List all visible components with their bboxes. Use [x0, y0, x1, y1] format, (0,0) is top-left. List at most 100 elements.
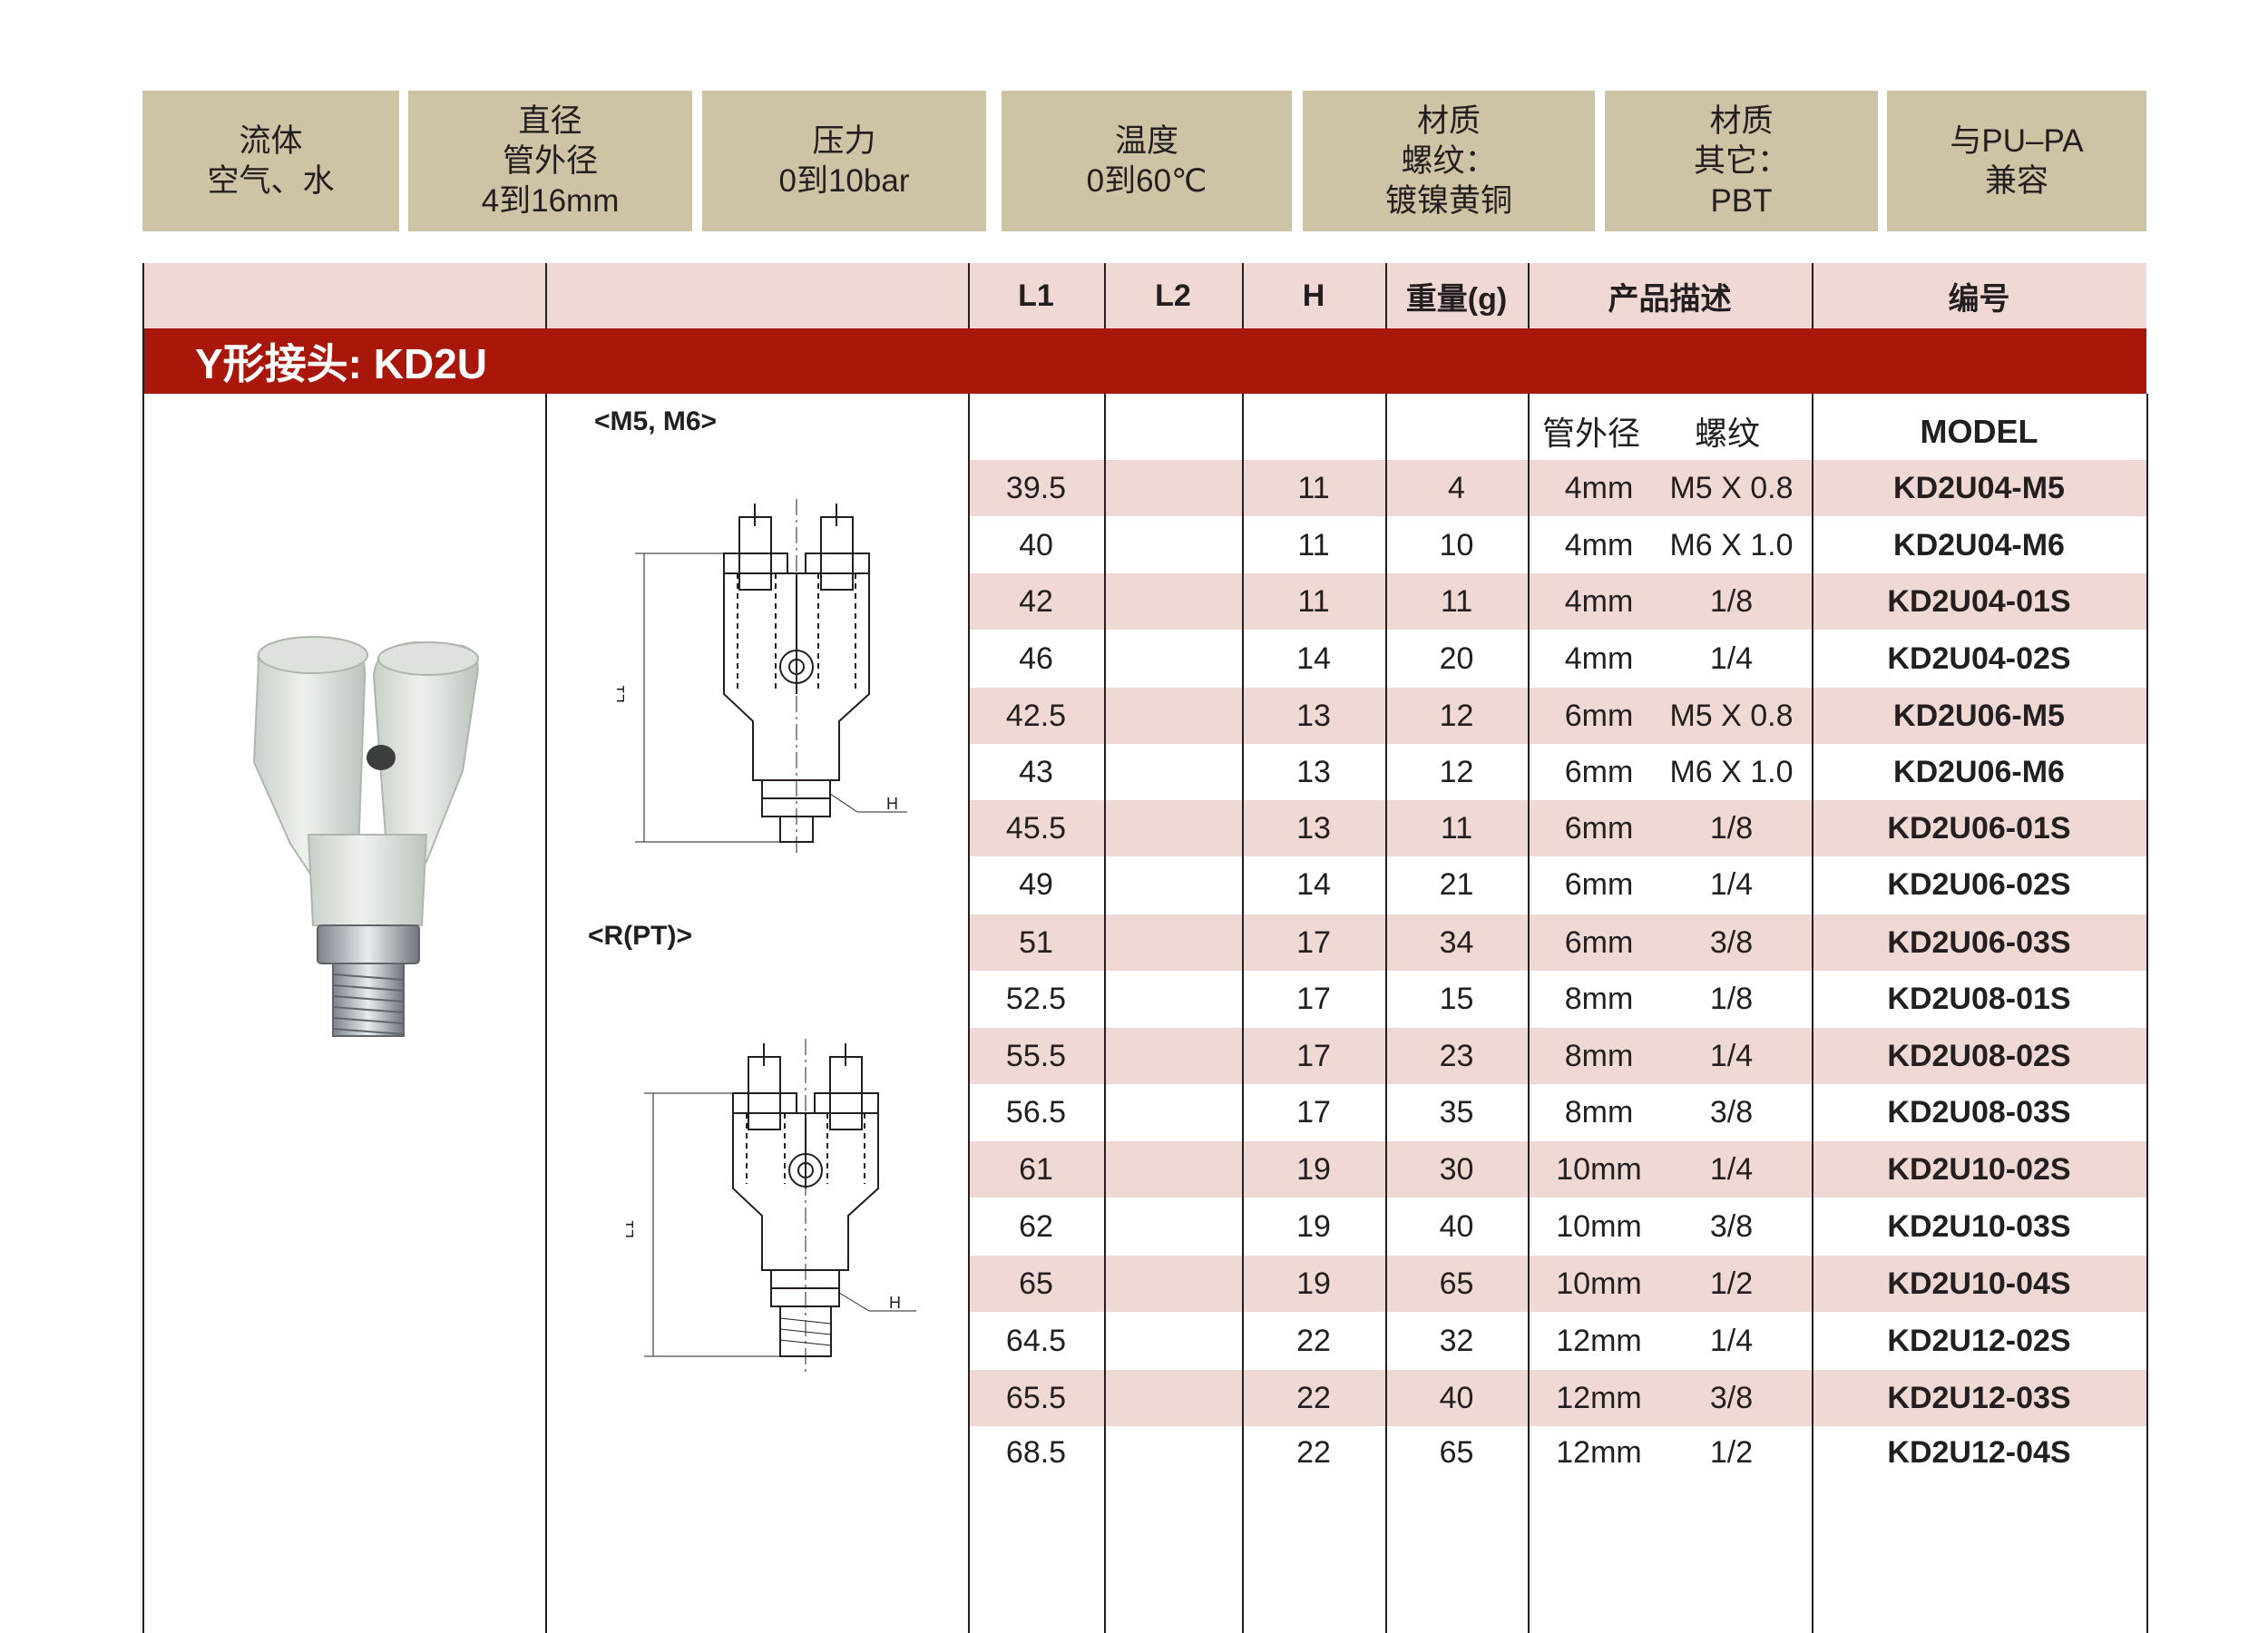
col-header-l2: L2 — [1155, 278, 1191, 313]
cell-thread: 3/8 — [1709, 924, 1754, 960]
grid-line — [1812, 394, 1813, 1633]
cell-model: KD2U06-M6 — [1893, 754, 2065, 789]
table-row-stripe — [968, 800, 2146, 856]
spec-line: 0到10bar — [778, 162, 910, 199]
cell-thread: 1/8 — [1709, 583, 1754, 619]
cell-l1: 45.5 — [1005, 810, 1067, 846]
cell-h: 11 — [1297, 583, 1330, 619]
spec-line: 镀镍黄铜 — [1384, 182, 1512, 219]
grid-line — [1104, 263, 1106, 328]
spec-line: 兼容 — [1984, 162, 2048, 199]
cell-weight: 65 — [1439, 1434, 1474, 1470]
cell-tube-od: 6mm — [1564, 866, 1634, 902]
cell-weight: 11 — [1440, 583, 1473, 619]
col-header-weight: 重量(g) — [1405, 281, 1508, 317]
table-row-stripe — [968, 1256, 2146, 1312]
cell-h: 11 — [1297, 527, 1330, 562]
cell-thread: 1/8 — [1709, 810, 1754, 846]
cell-l1: 56.5 — [1005, 1094, 1067, 1129]
technical-drawing-m5-m6: L1 H — [617, 499, 907, 853]
grid-line — [545, 394, 547, 1633]
cell-tube-od: 12mm — [1556, 1323, 1642, 1358]
drawing-dim-h: H — [889, 1294, 901, 1312]
cell-h: 17 — [1296, 981, 1331, 1016]
spec-line: 与PU–PA — [1950, 122, 2084, 159]
cell-thread: 1/8 — [1709, 981, 1754, 1016]
cell-h: 13 — [1296, 810, 1331, 846]
grid-line — [142, 263, 144, 1633]
cell-h: 17 — [1296, 1094, 1331, 1129]
cell-l1: 40 — [1019, 527, 1053, 562]
spec-line: 0到60℃ — [1086, 162, 1207, 199]
spec-line: 直径 — [518, 103, 582, 139]
spec-line: 材质 — [1709, 103, 1774, 139]
cell-h: 13 — [1296, 754, 1331, 789]
cell-h: 19 — [1296, 1266, 1331, 1301]
spec-line: 螺纹： — [1401, 142, 1497, 179]
table-row-stripe — [968, 1141, 2146, 1198]
cell-model: KD2U10-03S — [1887, 1208, 2071, 1244]
cell-model: KD2U04-M5 — [1893, 470, 2065, 505]
cell-tube-od: 12mm — [1556, 1380, 1642, 1415]
cell-tube-od: 4mm — [1564, 470, 1634, 505]
table-row-stripe — [968, 460, 2146, 516]
table-row-stripe — [968, 688, 2146, 744]
cell-tube-od: 8mm — [1564, 981, 1634, 1016]
cell-model: KD2U04-M6 — [1893, 527, 2065, 562]
grid-line — [2146, 394, 2148, 1633]
cell-weight: 12 — [1439, 698, 1474, 733]
cell-weight: 23 — [1439, 1038, 1474, 1073]
cell-tube-od: 4mm — [1564, 583, 1634, 619]
cell-weight: 11 — [1440, 810, 1473, 846]
cell-thread: 1/4 — [1709, 1038, 1754, 1073]
cell-model: KD2U06-02S — [1887, 866, 2071, 902]
cell-thread: M6 X 1.0 — [1669, 527, 1794, 562]
product-photo — [252, 636, 479, 1037]
spec-box: 材质螺纹：镀镍黄铜 — [1303, 91, 1595, 231]
cell-weight: 4 — [1448, 470, 1465, 505]
cell-tube-od: 4mm — [1564, 640, 1634, 676]
cell-weight: 65 — [1439, 1266, 1474, 1301]
drawing-dim-h: H — [886, 795, 898, 813]
technical-drawing-rpt: L1 H — [626, 1039, 916, 1374]
spec-line: 压力 — [812, 122, 876, 159]
cell-h: 17 — [1296, 1038, 1331, 1073]
cell-thread: M6 X 1.0 — [1669, 754, 1794, 789]
cell-tube-od: 10mm — [1556, 1208, 1642, 1244]
cell-h: 22 — [1296, 1380, 1331, 1415]
cell-tube-od: 6mm — [1564, 810, 1634, 846]
grid-line — [1812, 263, 1813, 328]
cell-l1: 43 — [1019, 754, 1053, 789]
section-title: Y形接头: KD2U — [195, 340, 488, 387]
grid-line — [1242, 394, 1244, 1633]
cell-l1: 65.5 — [1005, 1380, 1067, 1415]
cell-thread: M5 X 0.8 — [1669, 470, 1794, 505]
cell-model: KD2U10-02S — [1887, 1151, 2071, 1187]
grid-line — [1528, 394, 1530, 1633]
cell-l1: 39.5 — [1005, 470, 1067, 505]
cell-model: KD2U12-02S — [1887, 1323, 2071, 1358]
cell-model: KD2U04-01S — [1887, 583, 2071, 619]
grid-line — [545, 263, 547, 328]
cell-model: KD2U10-04S — [1887, 1266, 2071, 1301]
cell-l1: 46 — [1019, 640, 1053, 676]
subheader-tube-od: 管外径 — [1542, 415, 1641, 452]
cell-h: 13 — [1296, 698, 1331, 733]
drawing-dim-l1: L1 — [617, 685, 628, 703]
cell-model: KD2U08-01S — [1887, 981, 2071, 1016]
cell-l1: 49 — [1019, 866, 1053, 902]
cell-model: KD2U06-01S — [1887, 810, 2071, 846]
cell-thread: 3/8 — [1709, 1094, 1754, 1129]
col-header-description: 产品描述 — [1608, 281, 1732, 317]
cell-thread: 1/4 — [1709, 866, 1754, 902]
cell-weight: 34 — [1439, 924, 1474, 960]
drawing-dim-l1: L1 — [626, 1220, 637, 1238]
drawing-label-rpt: <R(PT)> — [588, 921, 693, 951]
cell-model: KD2U12-03S — [1887, 1380, 2071, 1415]
grid-line — [968, 394, 970, 1633]
section-title-bar — [142, 328, 2146, 394]
